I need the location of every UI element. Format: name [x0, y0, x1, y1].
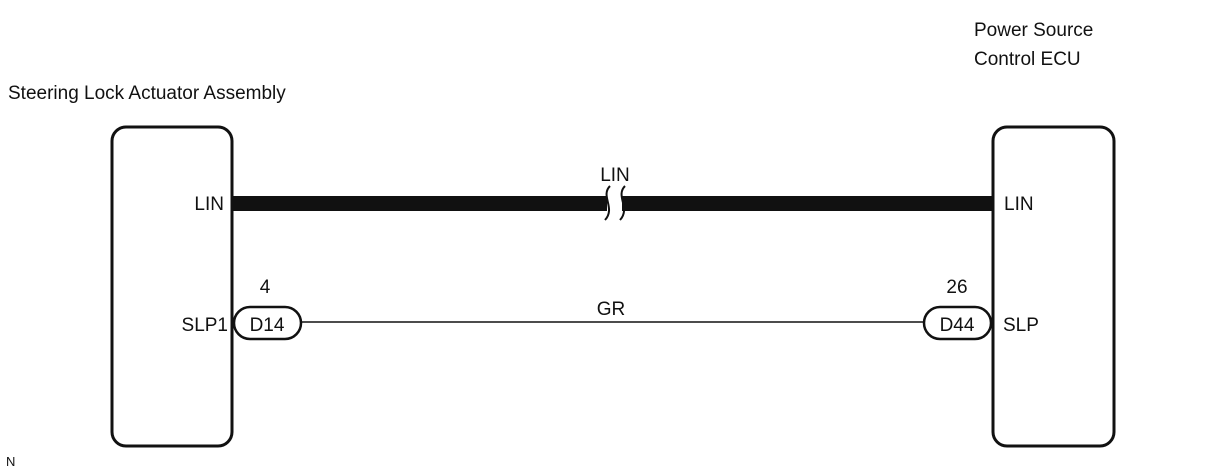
- lin-wire-label: LIN: [600, 165, 630, 186]
- left-connector-d14: [232, 305, 303, 341]
- lin-wire-break-right-mark: [619, 185, 626, 221]
- left-connector-label: D14: [250, 315, 285, 336]
- right-pin-lin-label: LIN: [1004, 194, 1034, 215]
- lin-wire-right-segment: [622, 196, 993, 211]
- right-terminal-number: 26: [946, 277, 967, 298]
- left-pin-lin-label: LIN: [194, 194, 224, 215]
- lin-wire: [232, 185, 993, 221]
- left-pin-slp1-label: SLP1: [182, 315, 228, 336]
- right-component-box: [991, 125, 1116, 448]
- slp-wire-color-label: GR: [597, 299, 626, 320]
- footer-mark: N: [6, 454, 15, 469]
- right-connector-d44: [922, 305, 993, 341]
- left-component-box: [110, 125, 234, 448]
- right-component-title-line2: Control ECU: [974, 49, 1081, 70]
- right-pin-slp-label: SLP: [1003, 315, 1039, 336]
- lin-wire-break-left-mark: [604, 185, 611, 221]
- lin-wire-left-segment: [232, 196, 607, 211]
- left-terminal-number: 4: [260, 277, 271, 298]
- right-connector-label: D44: [940, 315, 975, 336]
- left-component-title: Steering Lock Actuator Assembly: [8, 83, 286, 104]
- right-component-title-line1: Power Source: [974, 20, 1093, 41]
